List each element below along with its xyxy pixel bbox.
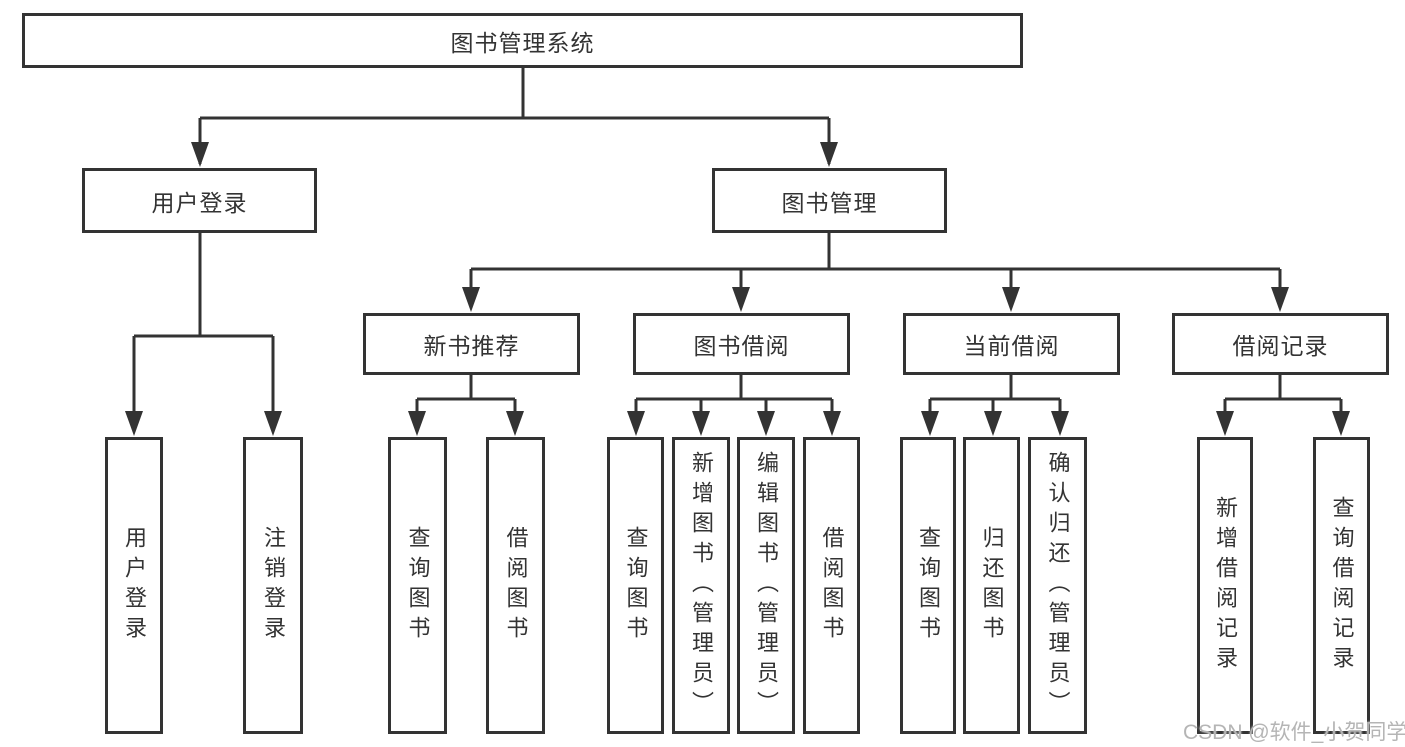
connector-borrow-record-branch [1216,375,1350,436]
leaf-logout: 注销登录 [243,437,303,734]
arrowhead [1216,411,1234,436]
connector-new-book-branch [408,375,524,436]
arrowhead [462,287,480,312]
leaf-edit-book-admin: 编辑图书（管理员） [737,437,795,734]
connector-user-login-branch [125,233,282,436]
leaf-borrow-books: 借阅图书 [803,437,860,734]
leaf-query-borrow-record: 查询借阅记录 [1313,437,1370,734]
node-user-login: 用户登录 [82,168,317,233]
node-book-management: 图书管理 [712,168,947,233]
arrowhead [921,411,939,436]
leaf-return-books: 归还图书 [963,437,1020,734]
leaf-user-login: 用户登录 [105,437,163,734]
leaf-query-books-recommend: 查询图书 [388,437,447,734]
connector-root-to-level2 [191,68,838,167]
arrowhead [1002,287,1020,312]
node-library-management-system: 图书管理系统 [22,13,1023,68]
leaf-confirm-return-admin: 确认归还（管理员） [1028,437,1087,734]
leaf-borrow-books-recommend: 借阅图书 [486,437,545,734]
arrowhead [506,411,524,436]
node-borrow-records: 借阅记录 [1172,313,1389,375]
arrowhead [627,411,645,436]
arrowhead [757,411,775,436]
connector-current-borrow-branch [921,375,1069,436]
arrowhead [1051,411,1069,436]
leaf-add-book-admin: 新增图书（管理员） [672,437,730,734]
leaf-query-books-current: 查询图书 [900,437,956,734]
arrowhead [823,411,841,436]
arrowhead [1332,411,1350,436]
node-book-borrow: 图书借阅 [633,313,850,375]
arrowhead [820,142,838,167]
connector-book-management-branch [462,233,1289,312]
leaf-query-books-borrow: 查询图书 [607,437,664,734]
connector-book-borrow-branch [627,375,841,436]
arrowhead [984,411,1002,436]
leaf-add-borrow-record: 新增借阅记录 [1197,437,1253,734]
arrowhead [264,411,282,436]
arrowhead [191,142,209,167]
arrowhead [1271,287,1289,312]
arrowhead [692,411,710,436]
arrowhead [732,287,750,312]
node-new-book-recommend: 新书推荐 [363,313,580,375]
node-current-borrow: 当前借阅 [903,313,1120,375]
csdn-watermark: CSDN @软件_小贺同学 [1183,721,1405,744]
arrowhead [125,411,143,436]
arrowhead [408,411,426,436]
